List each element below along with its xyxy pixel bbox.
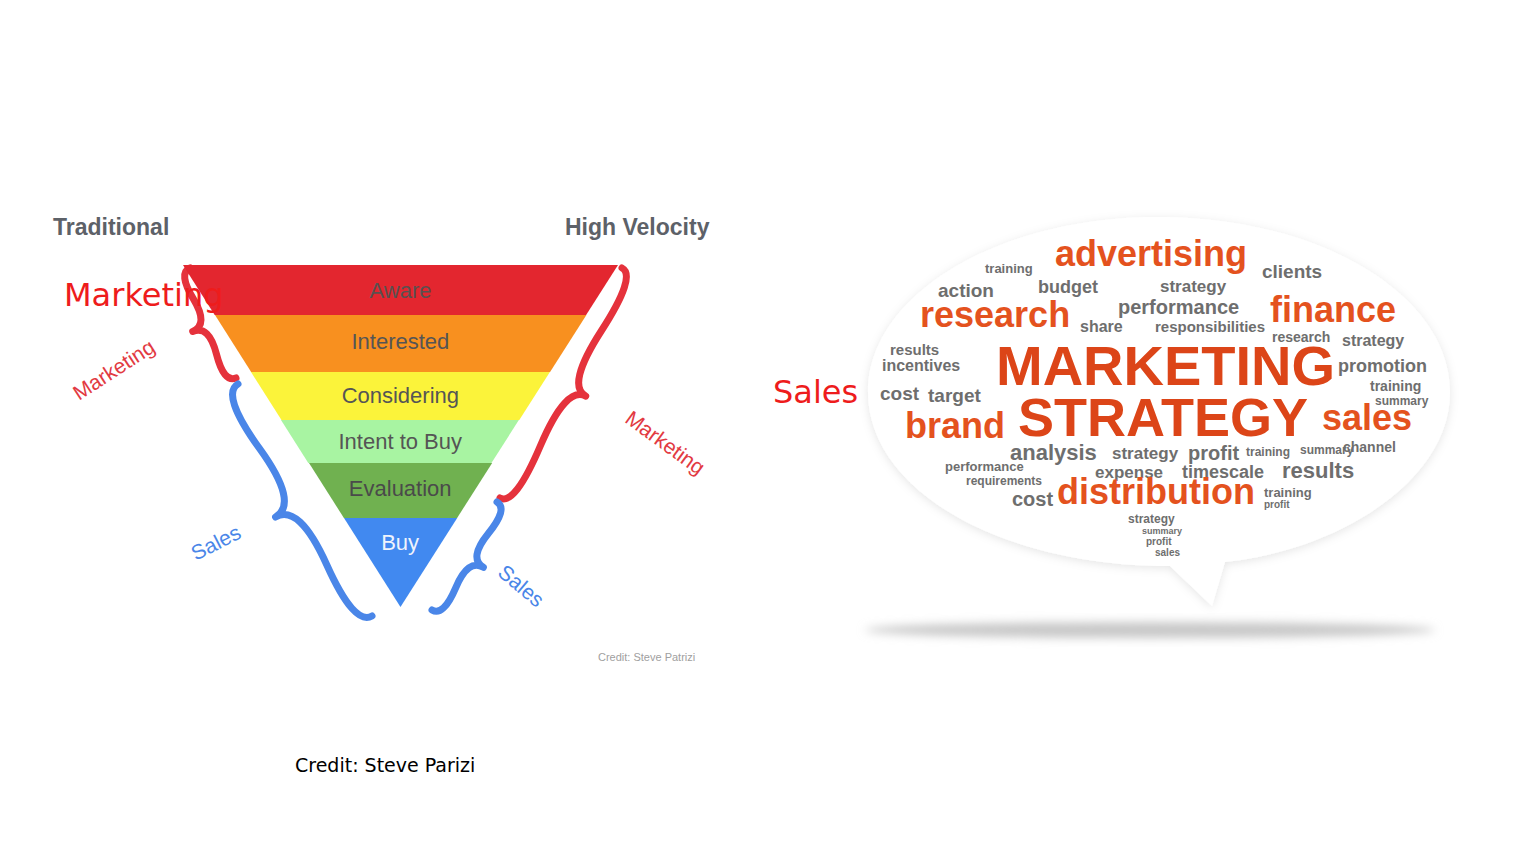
speech-bubble xyxy=(868,217,1450,606)
curly-bracket xyxy=(233,384,372,617)
funnel-band: Intent to Buy xyxy=(281,420,519,463)
cloud-word: advertising xyxy=(1055,236,1247,272)
cloud-word: action xyxy=(938,281,994,300)
ground-shadow xyxy=(865,622,1435,638)
cloud-word: share xyxy=(1080,319,1123,335)
cloud-word: training xyxy=(985,262,1033,275)
funnel-band: Interested xyxy=(215,315,586,372)
stage-label: Intent to Buy xyxy=(281,429,519,455)
cloud-word: summary xyxy=(1300,444,1353,456)
cloud-word: promotion xyxy=(1338,357,1427,375)
band-fill xyxy=(183,265,618,315)
cloud-word: summary xyxy=(1142,527,1182,536)
cloud-word: sales xyxy=(1155,548,1180,558)
cloud-word: channel xyxy=(1343,440,1396,454)
cloud-word: strategy xyxy=(1160,278,1226,295)
cloud-word: strategy xyxy=(1112,445,1178,462)
cloud-word: target xyxy=(928,386,981,405)
bracket-label: Marketing xyxy=(69,335,159,405)
cloud-word: budget xyxy=(1038,278,1098,296)
cloud-word: sales xyxy=(1322,400,1412,436)
cloud-word: strategy xyxy=(1128,513,1175,525)
cloud-word: research xyxy=(920,297,1070,333)
cloud-word: cost xyxy=(880,384,919,403)
overlay-label: Marketing xyxy=(64,277,223,314)
cloud-word: requirements xyxy=(966,475,1042,487)
cloud-word: training xyxy=(1246,446,1290,458)
cloud-word: brand xyxy=(905,408,1005,444)
cloud-word: incentives xyxy=(882,358,960,374)
overlay-label: Sales xyxy=(773,374,858,411)
cloud-word: analysis xyxy=(1010,442,1097,464)
curly-bracket xyxy=(432,502,501,611)
cloud-word: cost xyxy=(1012,489,1053,509)
cloud-word: distribution xyxy=(1057,474,1255,510)
band-fill xyxy=(215,315,586,372)
cloud-word: profit xyxy=(1146,537,1172,547)
funnel-band: Buy xyxy=(344,518,457,607)
cloud-word: timescale xyxy=(1182,463,1264,481)
funnel-band: Evaluation xyxy=(309,463,492,518)
band-shape xyxy=(215,315,586,372)
cloud-word: training xyxy=(1264,486,1312,499)
band-shape xyxy=(344,518,457,607)
column-heading: Traditional xyxy=(53,214,169,240)
bracket-group xyxy=(185,268,627,617)
cloud-word: clients xyxy=(1262,262,1322,281)
cloud-word: results xyxy=(1282,460,1354,482)
band-fill xyxy=(281,420,519,463)
funnel-band: Considering xyxy=(251,372,550,420)
band-fill xyxy=(251,372,550,420)
cloud-word: profit xyxy=(1188,443,1239,463)
bracket-label: Sales xyxy=(187,520,245,565)
credit-note: Credit: Steve Patrizi xyxy=(598,651,695,664)
curly-bracket xyxy=(185,268,236,379)
band-fill xyxy=(344,518,457,607)
column-heading: High Velocity xyxy=(565,214,709,240)
cloud-word: summary xyxy=(1375,395,1428,407)
stage-label: Buy xyxy=(344,530,457,556)
cloud-word: performance xyxy=(945,460,1024,473)
cloud-word: strategy xyxy=(1342,333,1404,349)
band-fill xyxy=(309,463,492,518)
funnel-band: Aware xyxy=(183,265,618,315)
stage-label: Evaluation xyxy=(309,476,492,502)
stage-label: Aware xyxy=(183,278,618,304)
caption: Credit: Steve Parizi xyxy=(295,754,475,776)
band-shape xyxy=(281,420,519,463)
curly-bracket xyxy=(500,268,626,499)
bracket-label: Marketing xyxy=(621,406,710,480)
cloud-word: profit xyxy=(1264,500,1290,510)
bracket-label: Sales xyxy=(493,560,549,612)
cloud-word: performance xyxy=(1118,297,1239,317)
stage-label: Interested xyxy=(215,329,586,355)
cloud-word: training xyxy=(1370,379,1421,393)
band-shape xyxy=(309,463,492,518)
cloud-word: results xyxy=(890,342,939,357)
cloud-word: expense xyxy=(1095,464,1163,481)
band-shape xyxy=(183,265,618,315)
cloud-word: finance xyxy=(1270,292,1396,328)
stage-label: Considering xyxy=(251,383,550,409)
cloud-word: MARKETING xyxy=(996,338,1335,394)
cloud-word: responsibilities xyxy=(1155,319,1265,334)
cloud-word: research xyxy=(1272,330,1330,344)
cloud-word: STRATEGY xyxy=(1018,390,1308,444)
band-shape xyxy=(251,372,550,420)
